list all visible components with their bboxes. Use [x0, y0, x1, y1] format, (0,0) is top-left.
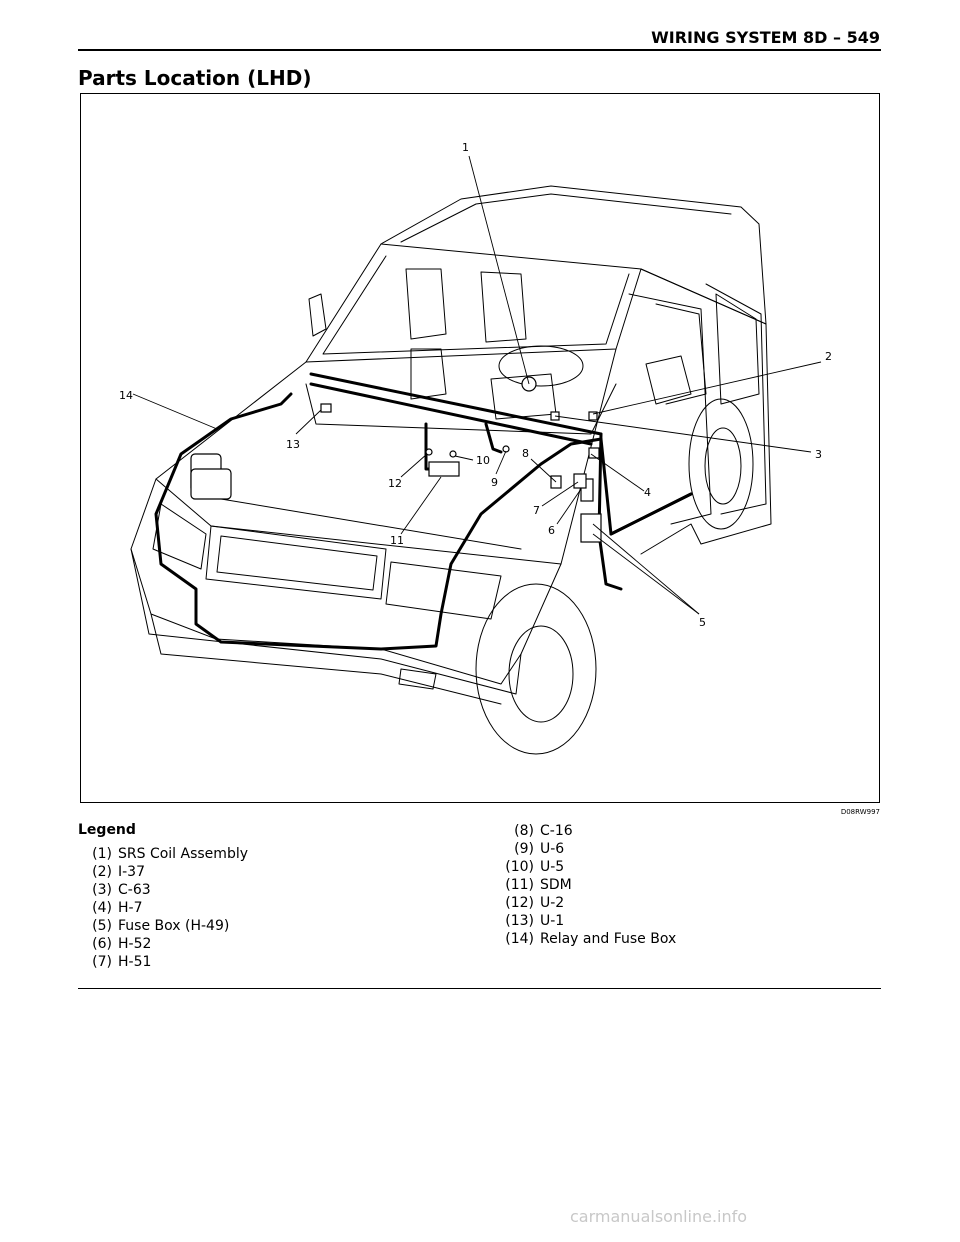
legend-item: (2)I-37	[92, 864, 145, 880]
side-window	[715, 293, 760, 405]
seat-right	[480, 271, 527, 343]
rear-door	[705, 283, 767, 515]
bumper-lower	[150, 613, 502, 705]
callout-13: 13	[286, 438, 300, 451]
legend-item: (14)Relay and Fuse Box	[505, 931, 677, 947]
bumper	[130, 548, 522, 695]
legend-item: (6)H-52	[92, 936, 152, 952]
dashboard	[305, 383, 617, 435]
legend-item: (9)U-6	[514, 841, 565, 857]
sdm-module	[428, 461, 460, 477]
legend-item: (13)U-1	[505, 913, 565, 929]
grille	[205, 525, 387, 600]
vehicle-illustration: 1 2 3 4 5 6 7 8 9 10 11 12 13 14	[119, 141, 832, 755]
connector-h7	[588, 447, 600, 459]
vehicle-wiring-diagram: 1 2 3 4 5 6 7 8 9 10 11 12 13 14	[80, 93, 880, 803]
legend-item: (4)H-7	[92, 900, 143, 916]
fog-lamp	[398, 668, 437, 690]
center-console	[410, 348, 447, 400]
legend-item: (5)Fuse Box (H-49)	[92, 918, 230, 934]
callout-2: 2	[825, 350, 832, 363]
grille-inner	[216, 535, 378, 591]
seat-left	[405, 268, 447, 340]
callout-7: 7	[533, 504, 540, 517]
front-wheel-hub	[508, 625, 574, 723]
front-fascia	[130, 478, 562, 685]
callout-4: 4	[644, 486, 651, 499]
relay-fuse-box-lower	[190, 468, 232, 500]
callout-5: 5	[699, 616, 706, 629]
rear-wheel-hub	[704, 427, 742, 505]
callout-6: 6	[548, 524, 555, 537]
legend-right-column: (8)C-16 (9)U-6 (10)U-5 (11)SDM (12)U-2 (…	[500, 822, 676, 948]
hood-outline	[155, 348, 617, 565]
connector-h51	[573, 473, 587, 489]
headlamp-left	[152, 503, 207, 570]
callout-3: 3	[815, 448, 822, 461]
headlamp-right	[385, 561, 502, 620]
body-side	[640, 268, 772, 555]
callout-14: 14	[119, 389, 133, 402]
legend-item: (11)SDM	[505, 877, 572, 893]
front-door	[628, 293, 712, 525]
callout-12: 12	[388, 477, 402, 490]
figure-code: D08RW997	[840, 808, 880, 816]
watermark: carmanualsonline.info	[570, 1207, 748, 1226]
hood-crease	[190, 493, 522, 550]
callout-labels: 1 2 3 4 5 6 7 8 9 10 11 12 13 14	[119, 141, 832, 629]
legend-item: (8)C-16	[514, 823, 573, 839]
header-rule	[78, 49, 881, 51]
callout-9: 9	[491, 476, 498, 489]
windshield-inner	[322, 255, 630, 355]
wiring-harness	[154, 372, 693, 651]
front-wheel	[475, 583, 597, 755]
legend-item: (1)SRS Coil Assembly	[92, 846, 248, 862]
side-mirror	[645, 355, 692, 405]
bottom-rule	[78, 988, 881, 989]
callout-11: 11	[390, 534, 404, 547]
steering-wheel	[498, 345, 584, 387]
rear-wheel	[688, 398, 754, 530]
components	[190, 376, 602, 543]
legend-left-column: (1)SRS Coil Assembly (2)I-37 (3)C-63 (4)…	[86, 845, 248, 971]
connector-u1	[320, 403, 332, 413]
legend-item: (7)H-51	[92, 954, 152, 970]
legend-heading: Legend	[78, 822, 136, 838]
callout-10: 10	[476, 454, 490, 467]
section-title: Parts Location (LHD)	[78, 66, 312, 90]
roof-rack	[400, 193, 732, 243]
callout-8: 8	[522, 447, 529, 460]
connector-u2	[425, 448, 433, 456]
connector-i37	[588, 411, 598, 421]
legend-item: (3)C-63	[92, 882, 151, 898]
fuse-box-h49	[580, 513, 602, 543]
windshield-frame	[305, 243, 642, 363]
legend-item: (10)U-5	[505, 859, 565, 875]
connector-u5	[449, 450, 457, 458]
left-mirror	[308, 293, 327, 337]
callout-leaders	[132, 155, 822, 615]
page-header-title: WIRING SYSTEM 8D – 549	[651, 28, 880, 47]
callout-1: 1	[462, 141, 469, 154]
roof-outline	[380, 185, 767, 325]
rear-window	[655, 303, 707, 405]
legend-item: (12)U-2	[505, 895, 565, 911]
